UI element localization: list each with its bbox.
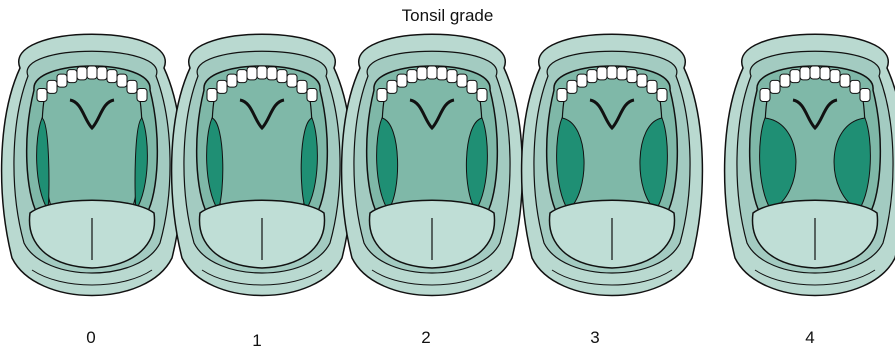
figure-title: Tonsil grade	[0, 6, 895, 26]
tooth	[287, 74, 297, 87]
tooth	[567, 80, 577, 93]
tooth	[247, 67, 257, 80]
tooth	[860, 89, 870, 102]
tooth	[657, 89, 667, 102]
tooth	[277, 70, 287, 83]
tooth	[790, 70, 800, 83]
mouth-grade-3	[522, 34, 703, 295]
tooth	[127, 80, 137, 93]
tooth	[117, 74, 127, 87]
tooth	[77, 67, 87, 80]
tooth	[387, 80, 397, 93]
tooth	[307, 89, 317, 102]
tooth	[37, 89, 47, 102]
grade-label-4: 4	[790, 328, 830, 348]
tooth	[760, 89, 770, 102]
tooth	[97, 67, 107, 80]
tooth	[457, 74, 467, 87]
tooth	[297, 80, 307, 93]
tooth	[637, 74, 647, 87]
tooth	[627, 70, 637, 83]
tooth	[437, 67, 447, 80]
tooth	[850, 80, 860, 93]
tooth	[67, 70, 77, 83]
mouth-grade-2	[342, 34, 523, 295]
grade-label-1: 1	[237, 331, 277, 351]
tooth	[840, 74, 850, 87]
tooth	[417, 67, 427, 80]
tooth	[810, 66, 820, 79]
tooth	[800, 67, 810, 80]
tooth	[257, 66, 267, 79]
tooth	[467, 80, 477, 93]
tooth	[57, 74, 67, 87]
tooth	[397, 74, 407, 87]
tooth	[830, 70, 840, 83]
tooth	[607, 66, 617, 79]
tooth	[577, 74, 587, 87]
tooth	[557, 89, 567, 102]
tooth	[647, 80, 657, 93]
tooth	[227, 74, 237, 87]
grade-label-3: 3	[575, 328, 615, 348]
tonsil-grade-diagram	[0, 28, 895, 328]
tooth	[617, 67, 627, 80]
grade-label-2: 2	[406, 328, 446, 348]
mouth-grade-1	[172, 34, 353, 295]
tooth	[427, 66, 437, 79]
tooth	[820, 67, 830, 80]
tooth	[477, 89, 487, 102]
tooth	[447, 70, 457, 83]
mouth-grade-4	[725, 34, 895, 295]
tooth	[597, 67, 607, 80]
tooth	[587, 70, 597, 83]
tooth	[107, 70, 117, 83]
tooth	[207, 89, 217, 102]
tooth	[407, 70, 417, 83]
tooth	[237, 70, 247, 83]
tooth	[267, 67, 277, 80]
tooth	[217, 80, 227, 93]
tooth	[377, 89, 387, 102]
tooth	[780, 74, 790, 87]
grade-label-0: 0	[71, 328, 111, 348]
tooth	[87, 66, 97, 79]
tooth	[770, 80, 780, 93]
mouth-grade-0	[2, 34, 183, 295]
tooth	[137, 89, 147, 102]
tooth	[47, 80, 57, 93]
